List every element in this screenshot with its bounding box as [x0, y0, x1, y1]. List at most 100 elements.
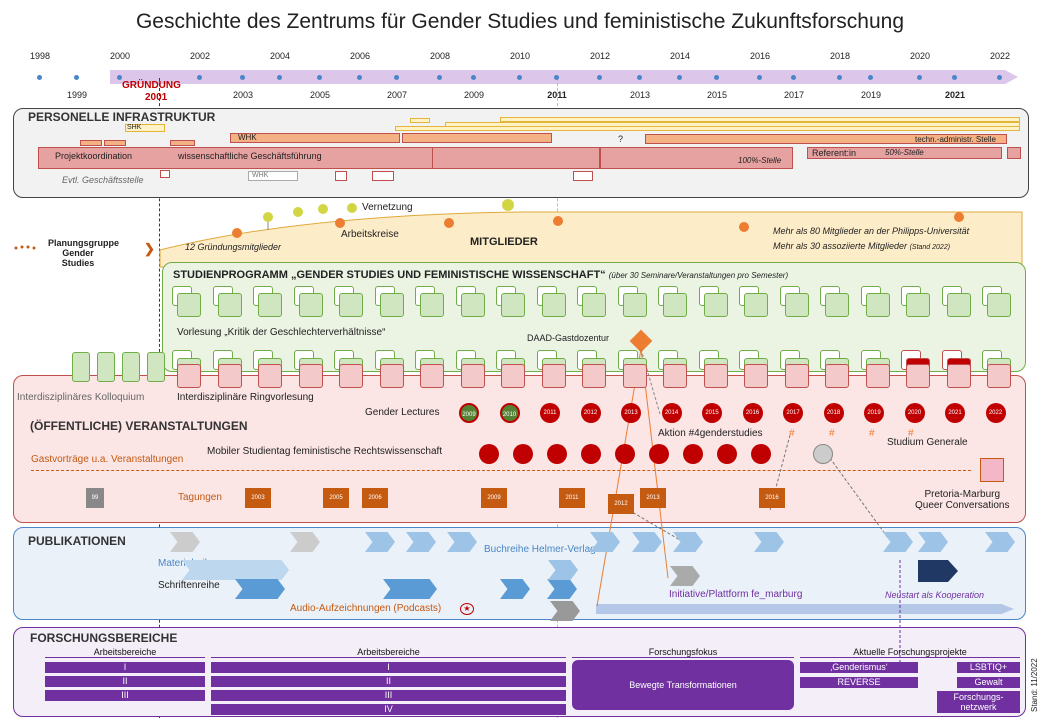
- shk-small-2: [104, 140, 126, 146]
- founding-members-label: 12 Gründungsmitglieder: [185, 242, 282, 252]
- shk-label: SHK: [127, 124, 142, 131]
- timeline-dot: [197, 75, 202, 80]
- tagung-tag: 2006: [362, 488, 388, 508]
- fokus-head: Forschungsfokus: [572, 647, 794, 658]
- svg-text:❯: ❯: [144, 241, 155, 257]
- tagung-tag: 2011: [559, 488, 585, 508]
- daad-label: DAAD-Gastdozentur: [527, 333, 610, 343]
- whk-bar: [230, 133, 400, 143]
- mobil-ball: [649, 444, 669, 464]
- timeline-year: 2000: [109, 51, 131, 61]
- question-label: ?: [618, 134, 624, 144]
- timeline-year: 2004: [269, 51, 291, 61]
- seminar-square: [906, 293, 930, 317]
- timeline-dot: [997, 75, 1002, 80]
- helmer-chevron: [883, 532, 913, 552]
- members-fact2: Mehr als 30 assoziierte Mitglieder (Stan…: [773, 241, 950, 251]
- timeline-year: 2018: [829, 51, 851, 61]
- research-title: FORSCHUNGSBEREICHE: [30, 631, 178, 645]
- pretoria-box: [980, 458, 1004, 482]
- gender-lectures-label: Gender Lectures: [365, 407, 440, 418]
- gender-lecture-ball: 2019: [864, 403, 884, 423]
- materialreihe-chevron: [290, 532, 320, 552]
- seminar-square: [541, 293, 566, 317]
- kooperation-chevron: [918, 560, 958, 582]
- evtl-bar-5: [573, 171, 593, 181]
- timeline-arrow: [110, 70, 1018, 84]
- ring-square: [379, 364, 404, 388]
- timeline-year: 2016: [749, 51, 771, 61]
- helmer-chevron: [918, 532, 948, 552]
- seminar-square: [946, 293, 971, 317]
- audio-chevron: [550, 601, 580, 621]
- mobil-ball: [581, 444, 601, 464]
- members-title: MITGLIEDER: [470, 236, 538, 248]
- seminar-square: [420, 293, 444, 317]
- ring-square: [501, 364, 525, 388]
- timeline-year: 2013: [629, 90, 651, 100]
- timeline-year: 2010: [509, 51, 531, 61]
- arbeitskreise-label: Arbeitskreise: [341, 229, 399, 240]
- timeline-dot: [868, 75, 873, 80]
- techn-label: techn.-administr. Stelle: [915, 135, 996, 144]
- events-title: (ÖFFENTLICHE) VERANSTALTUNGEN: [30, 419, 248, 433]
- members-fact1: Mehr als 80 Mitglieder an der Philipps-U…: [773, 226, 970, 236]
- timeline-dot: [952, 75, 957, 80]
- ring-square: [865, 364, 890, 388]
- timeline-year: 2014: [669, 51, 691, 61]
- helmer-chevron: [673, 532, 703, 552]
- study-title-text: STUDIENPROGRAMM „GENDER STUDIES UND FEMI…: [173, 269, 606, 281]
- ring-square: [217, 364, 242, 388]
- evtl-bar-2: [248, 171, 298, 181]
- timeline-year: 2008: [429, 51, 451, 61]
- colloquium-square: [97, 352, 115, 382]
- timeline-year: 2003: [232, 90, 254, 100]
- tagung-tag: 2005: [323, 488, 349, 508]
- arbeitsbereiche1-head: Arbeitsbereiche: [45, 647, 205, 658]
- timeline-year: 2009: [463, 90, 485, 100]
- audio-label: Audio-Aufzeichnungen (Podcasts): [290, 603, 442, 614]
- whk-bar-2: [402, 133, 552, 143]
- timeline-year: 2002: [189, 51, 211, 61]
- helmer-chevron: [406, 532, 436, 552]
- ring-square: [622, 364, 647, 388]
- timeline-dot: [317, 75, 322, 80]
- shk-small-1: [80, 140, 102, 146]
- mobil-ball: [683, 444, 703, 464]
- timeline-dot: [597, 75, 602, 80]
- ring-square: [703, 364, 728, 388]
- aktion-label: Aktion #4genderstudies: [658, 428, 763, 439]
- gender-lecture-ball: 2009: [459, 403, 479, 423]
- seminar-square: [825, 293, 849, 317]
- ring-square: [663, 364, 687, 388]
- tagungen-label: Tagungen: [178, 492, 222, 503]
- colloquium-square: [72, 352, 90, 382]
- ring-square: [541, 364, 566, 388]
- tagung-tag: 99: [86, 488, 104, 508]
- mobil-ball: [547, 444, 567, 464]
- personnel-title: PERSONELLE INFRASTRUKTUR: [28, 110, 216, 124]
- ring-square: [744, 364, 768, 388]
- timeline-year: 2011: [547, 90, 567, 100]
- ring-square: [825, 364, 849, 388]
- colloquium-square: [122, 352, 140, 382]
- timeline-year: 1998: [29, 51, 51, 61]
- pretoria-label: Pretoria-Marburg Queer Conversations: [915, 489, 1010, 511]
- timeline-dot: [471, 75, 476, 80]
- gender-lecture-ball: 2015: [702, 403, 722, 423]
- fokus-box: Bewegte Transformationen: [572, 660, 794, 710]
- mobil-ball: [717, 444, 737, 464]
- seminar-square: [339, 293, 363, 317]
- timeline-year: 2012: [589, 51, 611, 61]
- planning-group-label: Planungsgruppe Gender Studies: [48, 238, 120, 268]
- tagung-tag: 2013: [640, 488, 666, 508]
- gender-lecture-ball: 2018: [823, 403, 844, 423]
- gender-lecture-ball: 2011: [540, 403, 560, 423]
- initiative-bar: [596, 604, 1014, 614]
- timeline-year: 2015: [706, 90, 728, 100]
- genderismus-box: ‚Genderismus‘: [800, 662, 918, 673]
- seminar-square: [582, 293, 606, 317]
- initiative-label: Initiative/Plattform fe_marburg: [669, 589, 803, 600]
- material-chevron: [259, 560, 289, 580]
- ring-square: [339, 364, 363, 388]
